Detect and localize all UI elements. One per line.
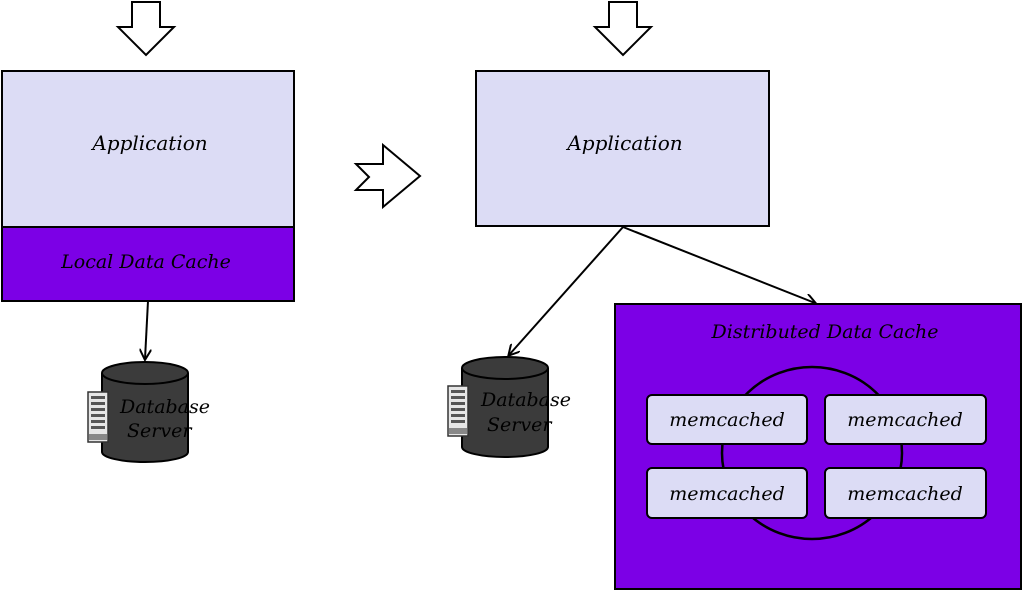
right-application-box: Application: [475, 70, 770, 227]
right-input-arrow: [592, 1, 654, 57]
memcached-node: memcached: [646, 394, 808, 445]
right-application-label: Application: [565, 131, 682, 155]
down-arrow-icon: [592, 1, 654, 57]
local-data-cache-label: Local Data Cache: [60, 251, 231, 273]
left-database-label-2: Server: [127, 420, 193, 442]
memcached-node-label: memcached: [669, 483, 785, 505]
memcached-node-label: memcached: [847, 409, 963, 431]
transition-arrow: [353, 142, 422, 210]
app-to-cache-arrow: [622, 226, 815, 303]
right-database-label-1: Database: [480, 389, 571, 411]
app-to-db-arrow: [509, 226, 624, 355]
server-tower-icon: [447, 385, 469, 437]
left-application-label: Application: [90, 131, 207, 155]
memcached-node: memcached: [824, 394, 987, 445]
cache-ring: [720, 365, 904, 541]
right-arrow-icon: [353, 142, 422, 210]
server-tower-icon: [87, 391, 109, 443]
distributed-cache-title: Distributed Data Cache: [711, 321, 939, 343]
local-data-cache-box: Local Data Cache: [1, 226, 295, 302]
down-arrow-icon: [115, 1, 177, 57]
left-input-arrow: [115, 1, 177, 57]
right-database-server: Database Server: [447, 356, 571, 458]
right-database-label-2: Server: [487, 414, 553, 436]
memcached-node-label: memcached: [669, 409, 785, 431]
left-application-box: Application: [1, 70, 295, 228]
left-cache-to-db-arrow: [145, 300, 148, 359]
left-database-label-1: Database: [119, 396, 210, 418]
left-database-server: Database Server: [87, 361, 210, 463]
memcached-node: memcached: [824, 467, 987, 519]
memcached-node-label: memcached: [847, 483, 963, 505]
memcached-node: memcached: [646, 467, 808, 519]
distributed-data-cache-box: Distributed Data Cache memcached memcach…: [614, 303, 1022, 590]
